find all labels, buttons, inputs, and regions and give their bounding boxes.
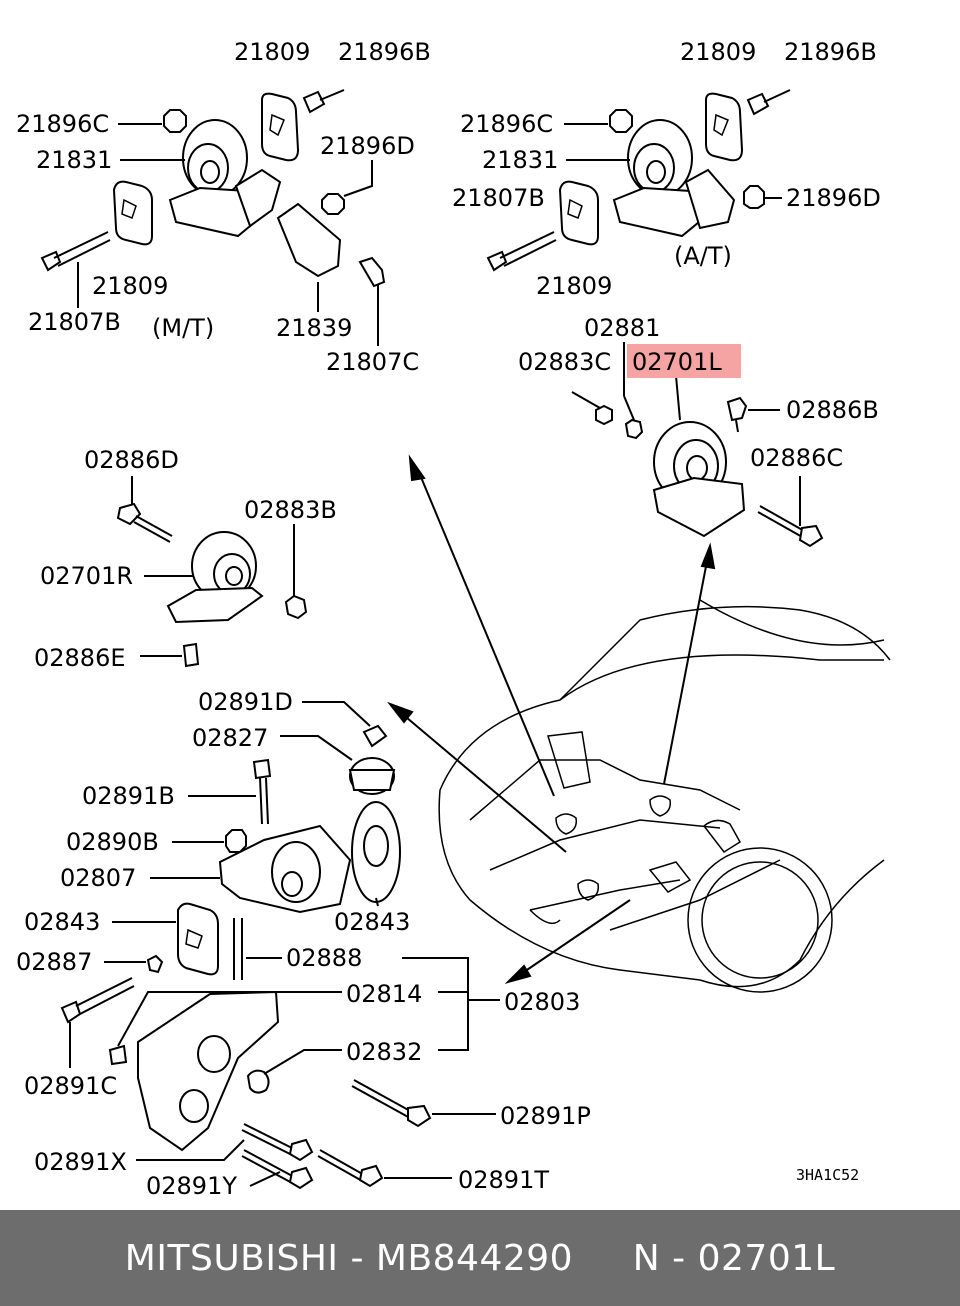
label-02814: 02814 <box>346 980 422 1008</box>
footer-bar: MITSUBISHI - MB844290 N - 02701L <box>0 1210 960 1306</box>
label-21896d-a: 21896D <box>320 132 415 160</box>
label-02701l: 02701L <box>632 348 722 376</box>
label-02891t: 02891T <box>458 1166 549 1194</box>
label-02886e: 02886E <box>34 644 126 672</box>
label-02890b: 02890B <box>66 828 159 856</box>
label-21896b-a: 21896B <box>338 38 431 66</box>
label-02883c: 02883C <box>518 348 611 376</box>
at-mount-group <box>486 89 824 548</box>
label-02886d: 02886D <box>84 446 179 474</box>
label-02803: 02803 <box>504 988 580 1016</box>
label-02843-b: 02843 <box>334 908 410 936</box>
label-02886b: 02886B <box>786 396 879 424</box>
vehicle-outline <box>438 599 891 993</box>
label-at: (A/T) <box>674 242 732 270</box>
label-21809-d: 21809 <box>536 272 612 300</box>
part-labels: 21809 21896B 21896C 21831 21896D 21809 2… <box>16 38 881 1200</box>
label-21809-a: 21809 <box>234 38 310 66</box>
label-02891p: 02891P <box>500 1102 591 1130</box>
highlight-box <box>627 344 741 378</box>
right-mount-group <box>116 476 308 668</box>
footer-text: MITSUBISHI - MB844290 N - 02701L <box>124 1237 836 1279</box>
label-02891y: 02891Y <box>146 1172 237 1200</box>
label-21809-b: 21809 <box>92 272 168 300</box>
mt-mount-group <box>40 89 386 346</box>
label-02888: 02888 <box>286 944 362 972</box>
label-02843-a: 02843 <box>24 908 100 936</box>
label-21896c-b: 21896C <box>460 110 553 138</box>
label-21807c: 21807C <box>326 348 419 376</box>
label-21896d-b: 21896D <box>786 184 881 212</box>
label-02701r: 02701R <box>40 562 133 590</box>
label-21807b-b: 21807B <box>452 184 545 212</box>
label-02891c: 02891C <box>24 1072 117 1100</box>
label-mt: (M/T) <box>152 314 214 342</box>
label-02881: 02881 <box>584 314 660 342</box>
label-21839: 21839 <box>276 314 352 342</box>
label-02891x: 02891X <box>34 1148 127 1176</box>
label-02883b: 02883B <box>244 496 337 524</box>
label-02807: 02807 <box>60 864 136 892</box>
label-02891d: 02891D <box>198 688 293 716</box>
diagram-code: 3HA1C52 <box>796 1166 859 1184</box>
diagram-area: 21809 21896B 21896C 21831 21896D 21809 2… <box>16 38 891 1200</box>
label-02827: 02827 <box>192 724 268 752</box>
label-02887: 02887 <box>16 948 92 976</box>
pointer-arrows <box>387 454 716 984</box>
label-02886c: 02886C <box>750 444 843 472</box>
label-21831-b: 21831 <box>482 146 558 174</box>
label-21809-c: 21809 <box>680 38 756 66</box>
front-mount-group <box>60 701 500 1190</box>
parts-diagram: 21809 21896B 21896C 21831 21896D 21809 2… <box>16 38 891 1200</box>
label-21896c-a: 21896C <box>16 110 109 138</box>
label-21831-a: 21831 <box>36 146 112 174</box>
label-21896b-b: 21896B <box>784 38 877 66</box>
label-02832: 02832 <box>346 1038 422 1066</box>
label-21807b-a: 21807B <box>28 308 121 336</box>
label-02891b: 02891B <box>82 782 175 810</box>
